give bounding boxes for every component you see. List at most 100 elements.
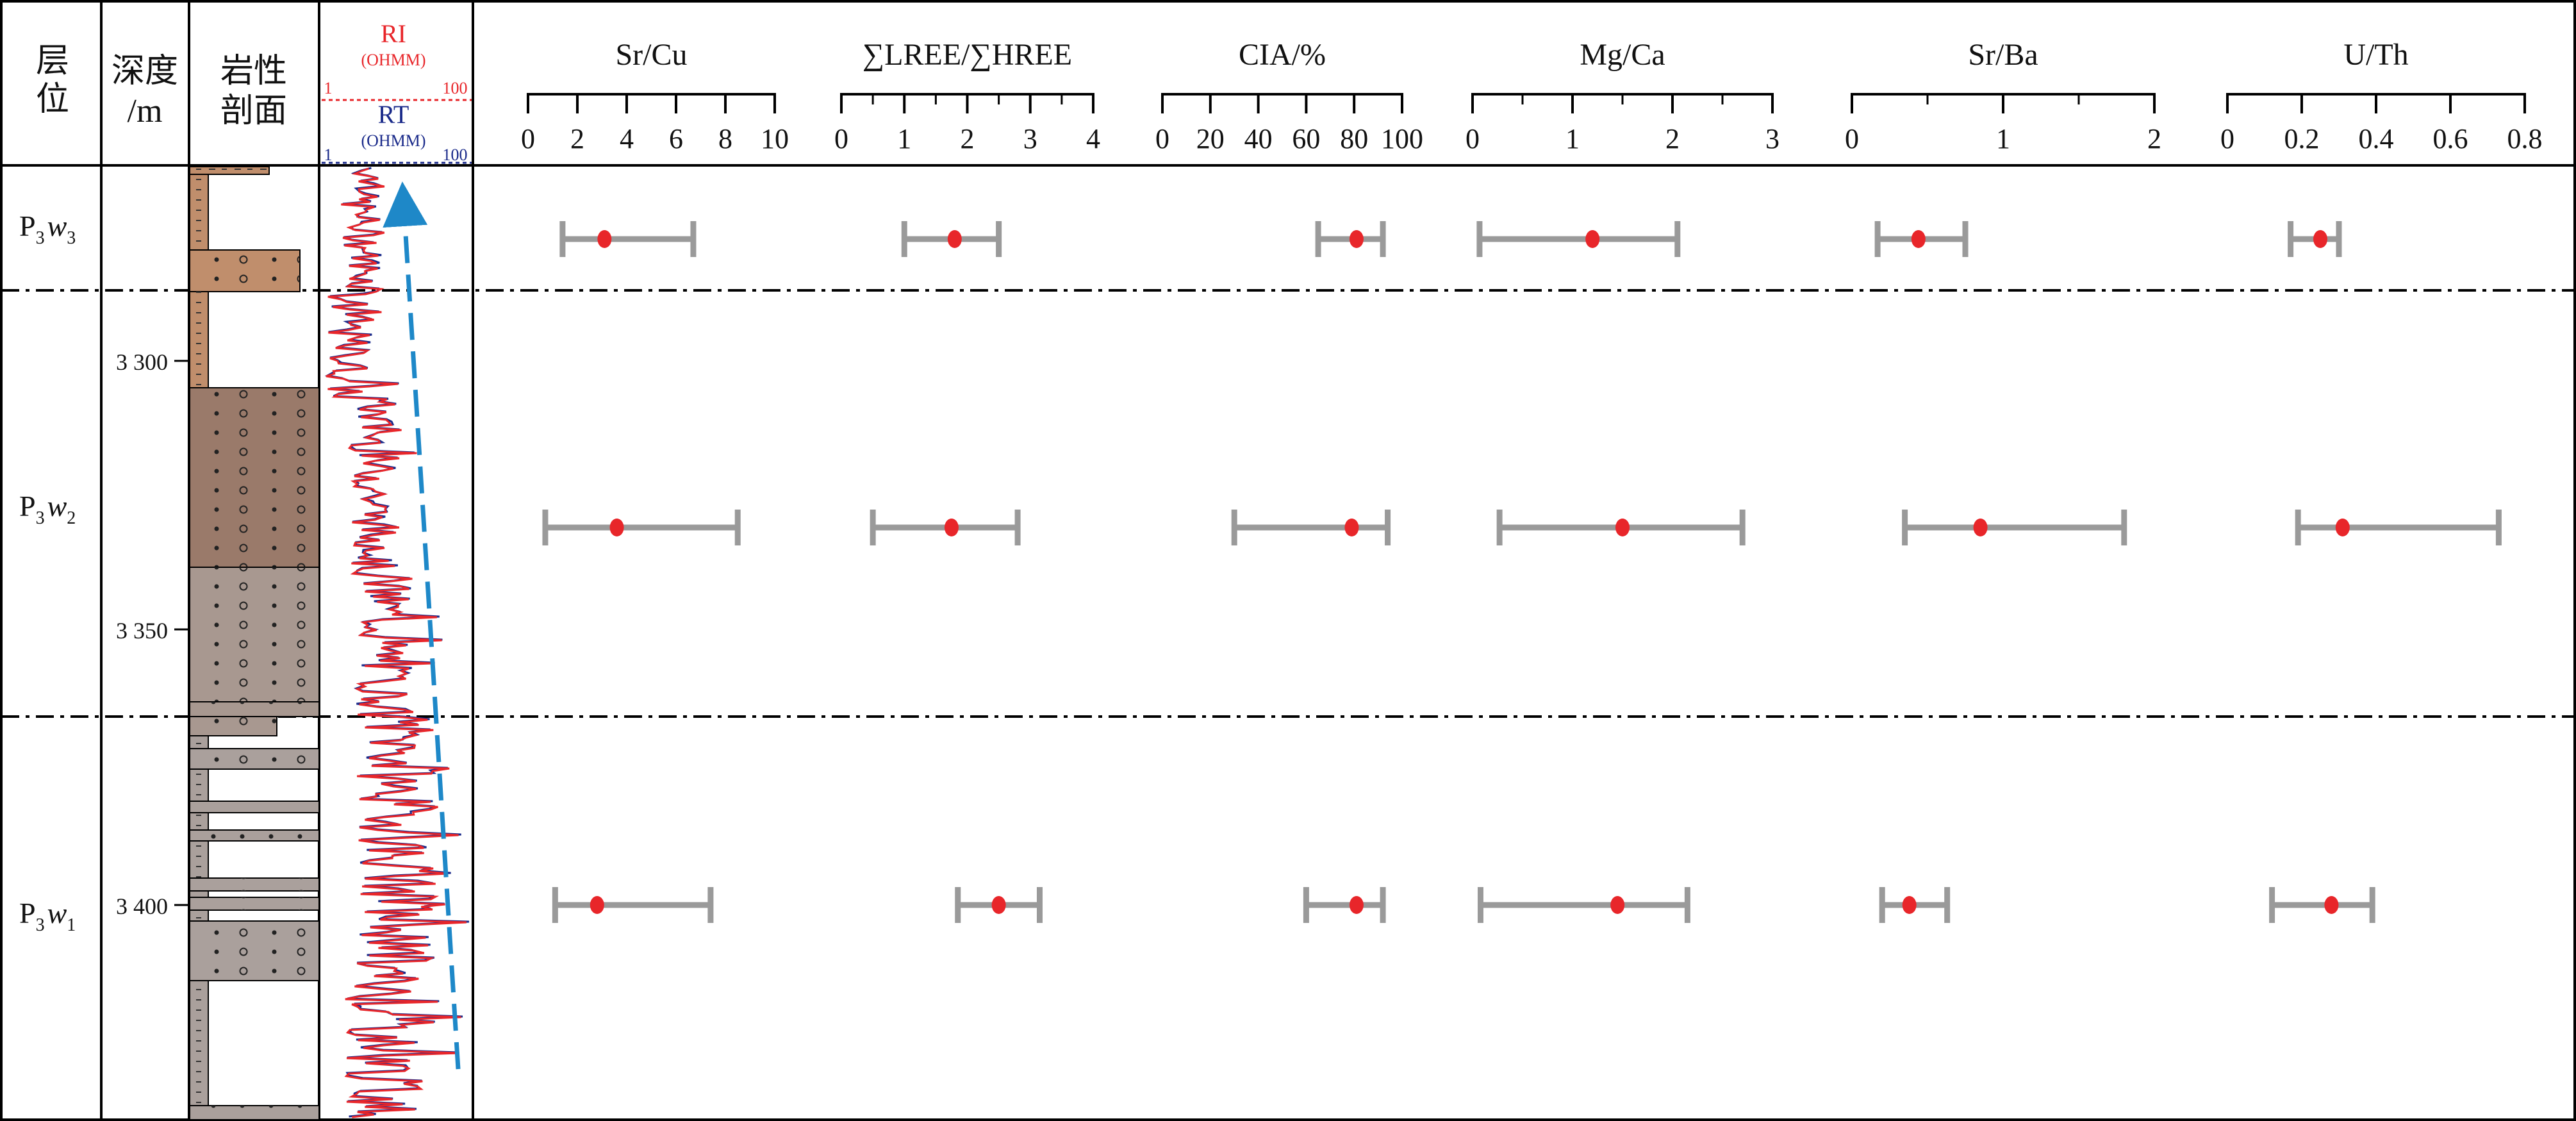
mean-point (590, 896, 604, 914)
chart-tick-label: 10 (761, 123, 789, 154)
lithology-bed-pattern (189, 841, 208, 878)
lithology-bed-pattern (189, 897, 319, 910)
depth-tick-label: 3 300 (116, 349, 168, 375)
lithology-bed-pattern (189, 736, 208, 749)
mean-point (609, 519, 624, 536)
mean-point (1349, 896, 1364, 914)
mean-point (1585, 230, 1600, 248)
lithology-bed-pattern (189, 250, 300, 292)
chart-tick-label: 4 (620, 123, 634, 154)
chart-tick-label: 3 (1023, 123, 1037, 154)
mean-point (1349, 230, 1364, 248)
chart-tick-label: 1 (1996, 123, 2010, 154)
header-layer-vertical: 层位 (36, 43, 69, 118)
chart-tick-label: 0 (2220, 123, 2234, 154)
column-headers: 深度 /m 岩性 剖面 (111, 53, 287, 129)
lithology-bed-pattern (189, 567, 319, 702)
chart-tick-label: 4 (1086, 123, 1100, 154)
chart-tick-label: 2 (961, 123, 975, 154)
ri-curve (326, 167, 466, 1118)
chart-tick-label: 8 (718, 123, 732, 154)
chart-panel: ∑LREE/∑HREE 0 1 2 3 4 (834, 38, 1100, 923)
chart-tick-label: 1 (1565, 123, 1580, 154)
lithology-bed-pattern (189, 174, 208, 250)
chart-tick-label: 3 (1765, 123, 1779, 154)
chart-tick-label: 80 (1340, 123, 1368, 154)
log-ri-label: RI (381, 19, 406, 48)
lithology-bed-pattern (189, 769, 208, 801)
mean-point (947, 230, 962, 248)
log-header: RI (OHMM) 1 100 RT (OHMM) 1 100 (322, 19, 472, 164)
lithology-bed-pattern (189, 891, 208, 897)
chart-tick-label: 0 (1845, 123, 1859, 154)
mean-point (1973, 519, 1988, 536)
mean-point (1344, 519, 1359, 536)
lithology-bed-pattern (189, 813, 208, 830)
lithology-column (188, 166, 320, 1120)
chart-tick-label: 1 (897, 123, 911, 154)
chart-tick-label: 100 (1381, 123, 1423, 154)
mean-point (2324, 896, 2339, 914)
lithology-bed-pattern (189, 801, 319, 813)
trend-arrow (383, 181, 461, 1070)
chart-title: CIA/% (1239, 38, 1326, 72)
layer-boundaries (1, 289, 2575, 718)
chart-tick-label: 6 (669, 123, 683, 154)
chart-panel: Mg/Ca 0 1 2 3 (1466, 38, 1779, 923)
chart-tick-label: 0.6 (2433, 123, 2468, 154)
header-depth-line2: /m (128, 93, 163, 129)
chart-panel: Sr/Ba 0 1 2 (1845, 38, 2161, 923)
chart-tick-label: 0 (834, 123, 848, 154)
chart-tick-label: 2 (1665, 123, 1680, 154)
lithology-bed-pattern (189, 910, 208, 921)
chart-tick-label: 0.8 (2507, 123, 2543, 154)
mean-point (944, 519, 959, 536)
chart-title: Mg/Ca (1580, 38, 1665, 72)
lithology-bed-pattern (189, 717, 277, 736)
lithology-bed-pattern (189, 167, 269, 174)
header-lith-line1: 岩性 (220, 53, 287, 90)
layer-label: P3w1 (19, 897, 76, 935)
mean-point (597, 230, 612, 248)
lithology-bed-pattern (189, 749, 319, 769)
chart-tick-label: 40 (1244, 123, 1273, 154)
log-rt-min: 1 (324, 145, 333, 164)
log-rt-unit: (OHMM) (361, 131, 425, 150)
lithology-bed-pattern (189, 921, 319, 981)
mean-point (1902, 896, 1917, 914)
layer-label: P3w2 (19, 490, 76, 528)
chart-title: ∑LREE/∑HREE (863, 38, 1072, 72)
mean-point (2335, 519, 2350, 536)
lithology-bed-pattern (189, 830, 319, 841)
chart-tick-label: 0 (1466, 123, 1480, 154)
lithology-bed-pattern (189, 981, 208, 1106)
chart-tick-label: 0.2 (2284, 123, 2320, 154)
lithology-bed-pattern (189, 1106, 319, 1120)
mean-point (1615, 519, 1630, 536)
lithology-bed-pattern (189, 388, 319, 567)
header-layer-char: 层 (36, 43, 69, 79)
depth-tick-label: 3 400 (116, 893, 168, 919)
log-ri-unit: (OHMM) (361, 51, 425, 69)
chart-title: Sr/Cu (615, 38, 687, 72)
layer-label: P3w3 (19, 210, 76, 248)
chart-tick-label: 0 (521, 123, 535, 154)
chart-title: U/Th (2343, 38, 2408, 72)
chart-panel: Sr/Cu 0 2 4 6 8 10 (521, 38, 789, 923)
header-depth-line1: 深度 (111, 53, 178, 90)
chart-tick-label: 0.4 (2359, 123, 2394, 154)
chart-tick-label: 2 (570, 123, 584, 154)
chart-tick-label: 0 (1155, 123, 1169, 154)
chart-tick-label: 2 (2147, 123, 2161, 154)
chart-title: Sr/Ba (1968, 38, 2038, 72)
lithology-bed-pattern (189, 292, 208, 388)
log-ri-max: 100 (443, 79, 468, 97)
log-rt-max: 100 (443, 145, 468, 164)
header-lith-line2: 剖面 (220, 93, 287, 129)
lithology-bed-pattern (189, 702, 319, 717)
